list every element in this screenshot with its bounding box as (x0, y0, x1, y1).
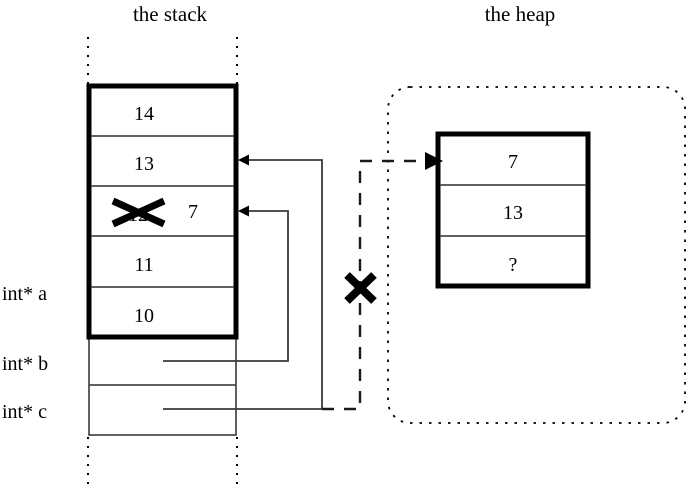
stack-title: the stack (133, 2, 208, 26)
pointer-line-c (163, 159, 323, 410)
pointer-arrowhead-b (238, 205, 249, 217)
heap-block-frame (435, 131, 591, 289)
variable-label-c: int* c (2, 401, 47, 423)
heap-title: the heap (485, 2, 556, 26)
heap-cell-value-2: ? (509, 254, 518, 276)
stack-cell-value-4: 10 (134, 305, 154, 327)
struck-value-x-icon (111, 197, 166, 228)
heap-cell-value-0: 7 (508, 151, 518, 173)
variable-label-a: int* a (2, 283, 47, 305)
stack-cell-new-value-2: 7 (188, 201, 198, 223)
pointer-line-b (163, 210, 289, 362)
heap-cell-value-1: 13 (503, 202, 523, 224)
stale-pointer-dashed-line (322, 159, 425, 411)
stale-pointer-arrowhead (425, 152, 443, 170)
stack-frame (86, 83, 239, 340)
stack-cell-value-3: 11 (134, 254, 153, 276)
variable-label-b: int* b (2, 353, 48, 375)
stack-pointer-rows-box (88, 336, 237, 436)
stack-cell-value-1: 13 (134, 153, 154, 175)
stack-cell-value-0: 14 (134, 103, 154, 125)
pointer-arrowhead-c (238, 154, 249, 166)
heap-region-boundary (387, 86, 686, 424)
invalid-pointer-x-icon (344, 272, 377, 304)
